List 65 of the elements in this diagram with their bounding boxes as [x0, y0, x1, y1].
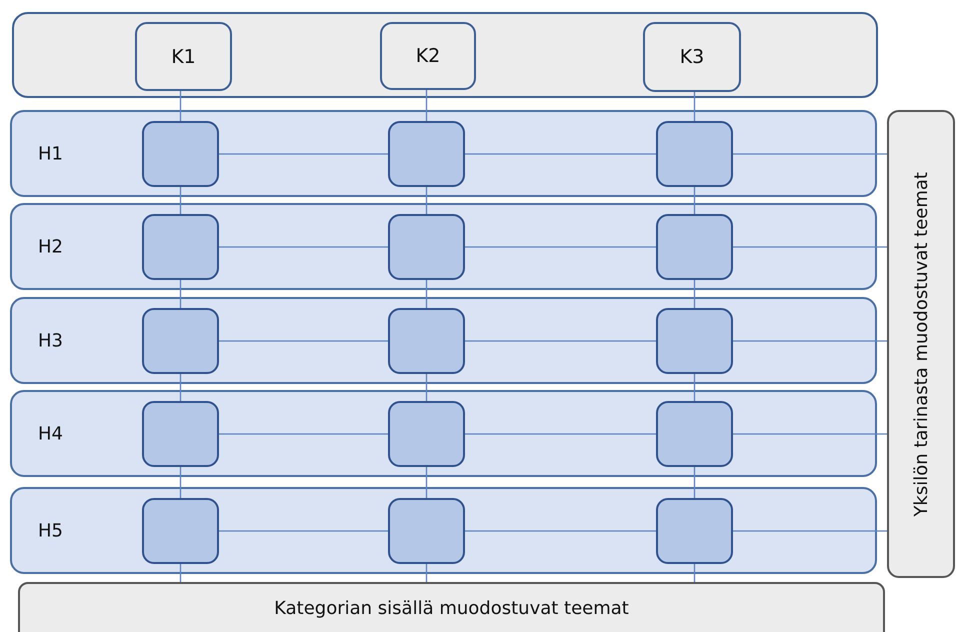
- theme-cell: [388, 308, 465, 374]
- connector-line: [694, 467, 696, 498]
- row-band: [10, 203, 877, 290]
- theme-cell: [388, 214, 465, 280]
- row-label: H1: [38, 143, 63, 164]
- connector-line: [733, 153, 887, 155]
- connector-line: [180, 91, 182, 121]
- connector-line: [465, 433, 656, 435]
- row-label: H3: [38, 330, 63, 351]
- connector-line: [180, 467, 182, 498]
- connector-line: [465, 246, 656, 248]
- connector-line: [426, 90, 428, 121]
- connector-line: [465, 153, 656, 155]
- connector-line: [426, 187, 428, 214]
- connector-line: [219, 433, 388, 435]
- theme-cell: [656, 498, 733, 564]
- row-label: H5: [38, 520, 63, 541]
- connector-line: [733, 246, 887, 248]
- theme-cell: [142, 214, 219, 280]
- row-label: H4: [38, 423, 63, 444]
- connector-line: [465, 530, 656, 532]
- theme-cell: [142, 308, 219, 374]
- connector-line: [733, 530, 887, 532]
- connector-line: [694, 92, 696, 121]
- footer-band: Kategorian sisällä muodostuvat teemat: [18, 582, 885, 632]
- theme-cell: [656, 401, 733, 467]
- connector-line: [426, 280, 428, 308]
- theme-cell: [388, 401, 465, 467]
- connector-line: [426, 467, 428, 498]
- connector-line: [694, 564, 696, 582]
- connector-line: [465, 340, 656, 342]
- connector-line: [219, 530, 388, 532]
- connector-line: [694, 187, 696, 214]
- connector-line: [180, 187, 182, 214]
- connector-line: [219, 153, 388, 155]
- row-band: [10, 110, 877, 197]
- category-box: K1: [135, 22, 232, 91]
- row-band: [10, 297, 877, 384]
- theme-cell: [142, 121, 219, 187]
- category-box: K3: [643, 22, 741, 92]
- connector-line: [733, 433, 887, 435]
- theme-cell: [656, 214, 733, 280]
- theme-cell: [656, 121, 733, 187]
- connector-line: [426, 374, 428, 401]
- connector-line: [694, 280, 696, 308]
- connector-line: [219, 340, 388, 342]
- theme-cell: [388, 498, 465, 564]
- row-label: H2: [38, 236, 63, 257]
- theme-cell: [388, 121, 465, 187]
- connector-line: [694, 374, 696, 401]
- side-band: [887, 110, 955, 578]
- side-label: Yksilön tarinasta muodostuvat teemat: [910, 172, 932, 516]
- row-band: [10, 487, 877, 574]
- connector-line: [180, 564, 182, 582]
- connector-line: [733, 340, 887, 342]
- connector-line: [180, 374, 182, 401]
- connector-line: [426, 564, 428, 582]
- connector-line: [219, 246, 388, 248]
- theme-cell: [656, 308, 733, 374]
- header-band: [12, 12, 878, 98]
- row-band: [10, 390, 877, 477]
- connector-line: [180, 280, 182, 308]
- theme-cell: [142, 498, 219, 564]
- theme-cell: [142, 401, 219, 467]
- category-box: K2: [380, 22, 476, 90]
